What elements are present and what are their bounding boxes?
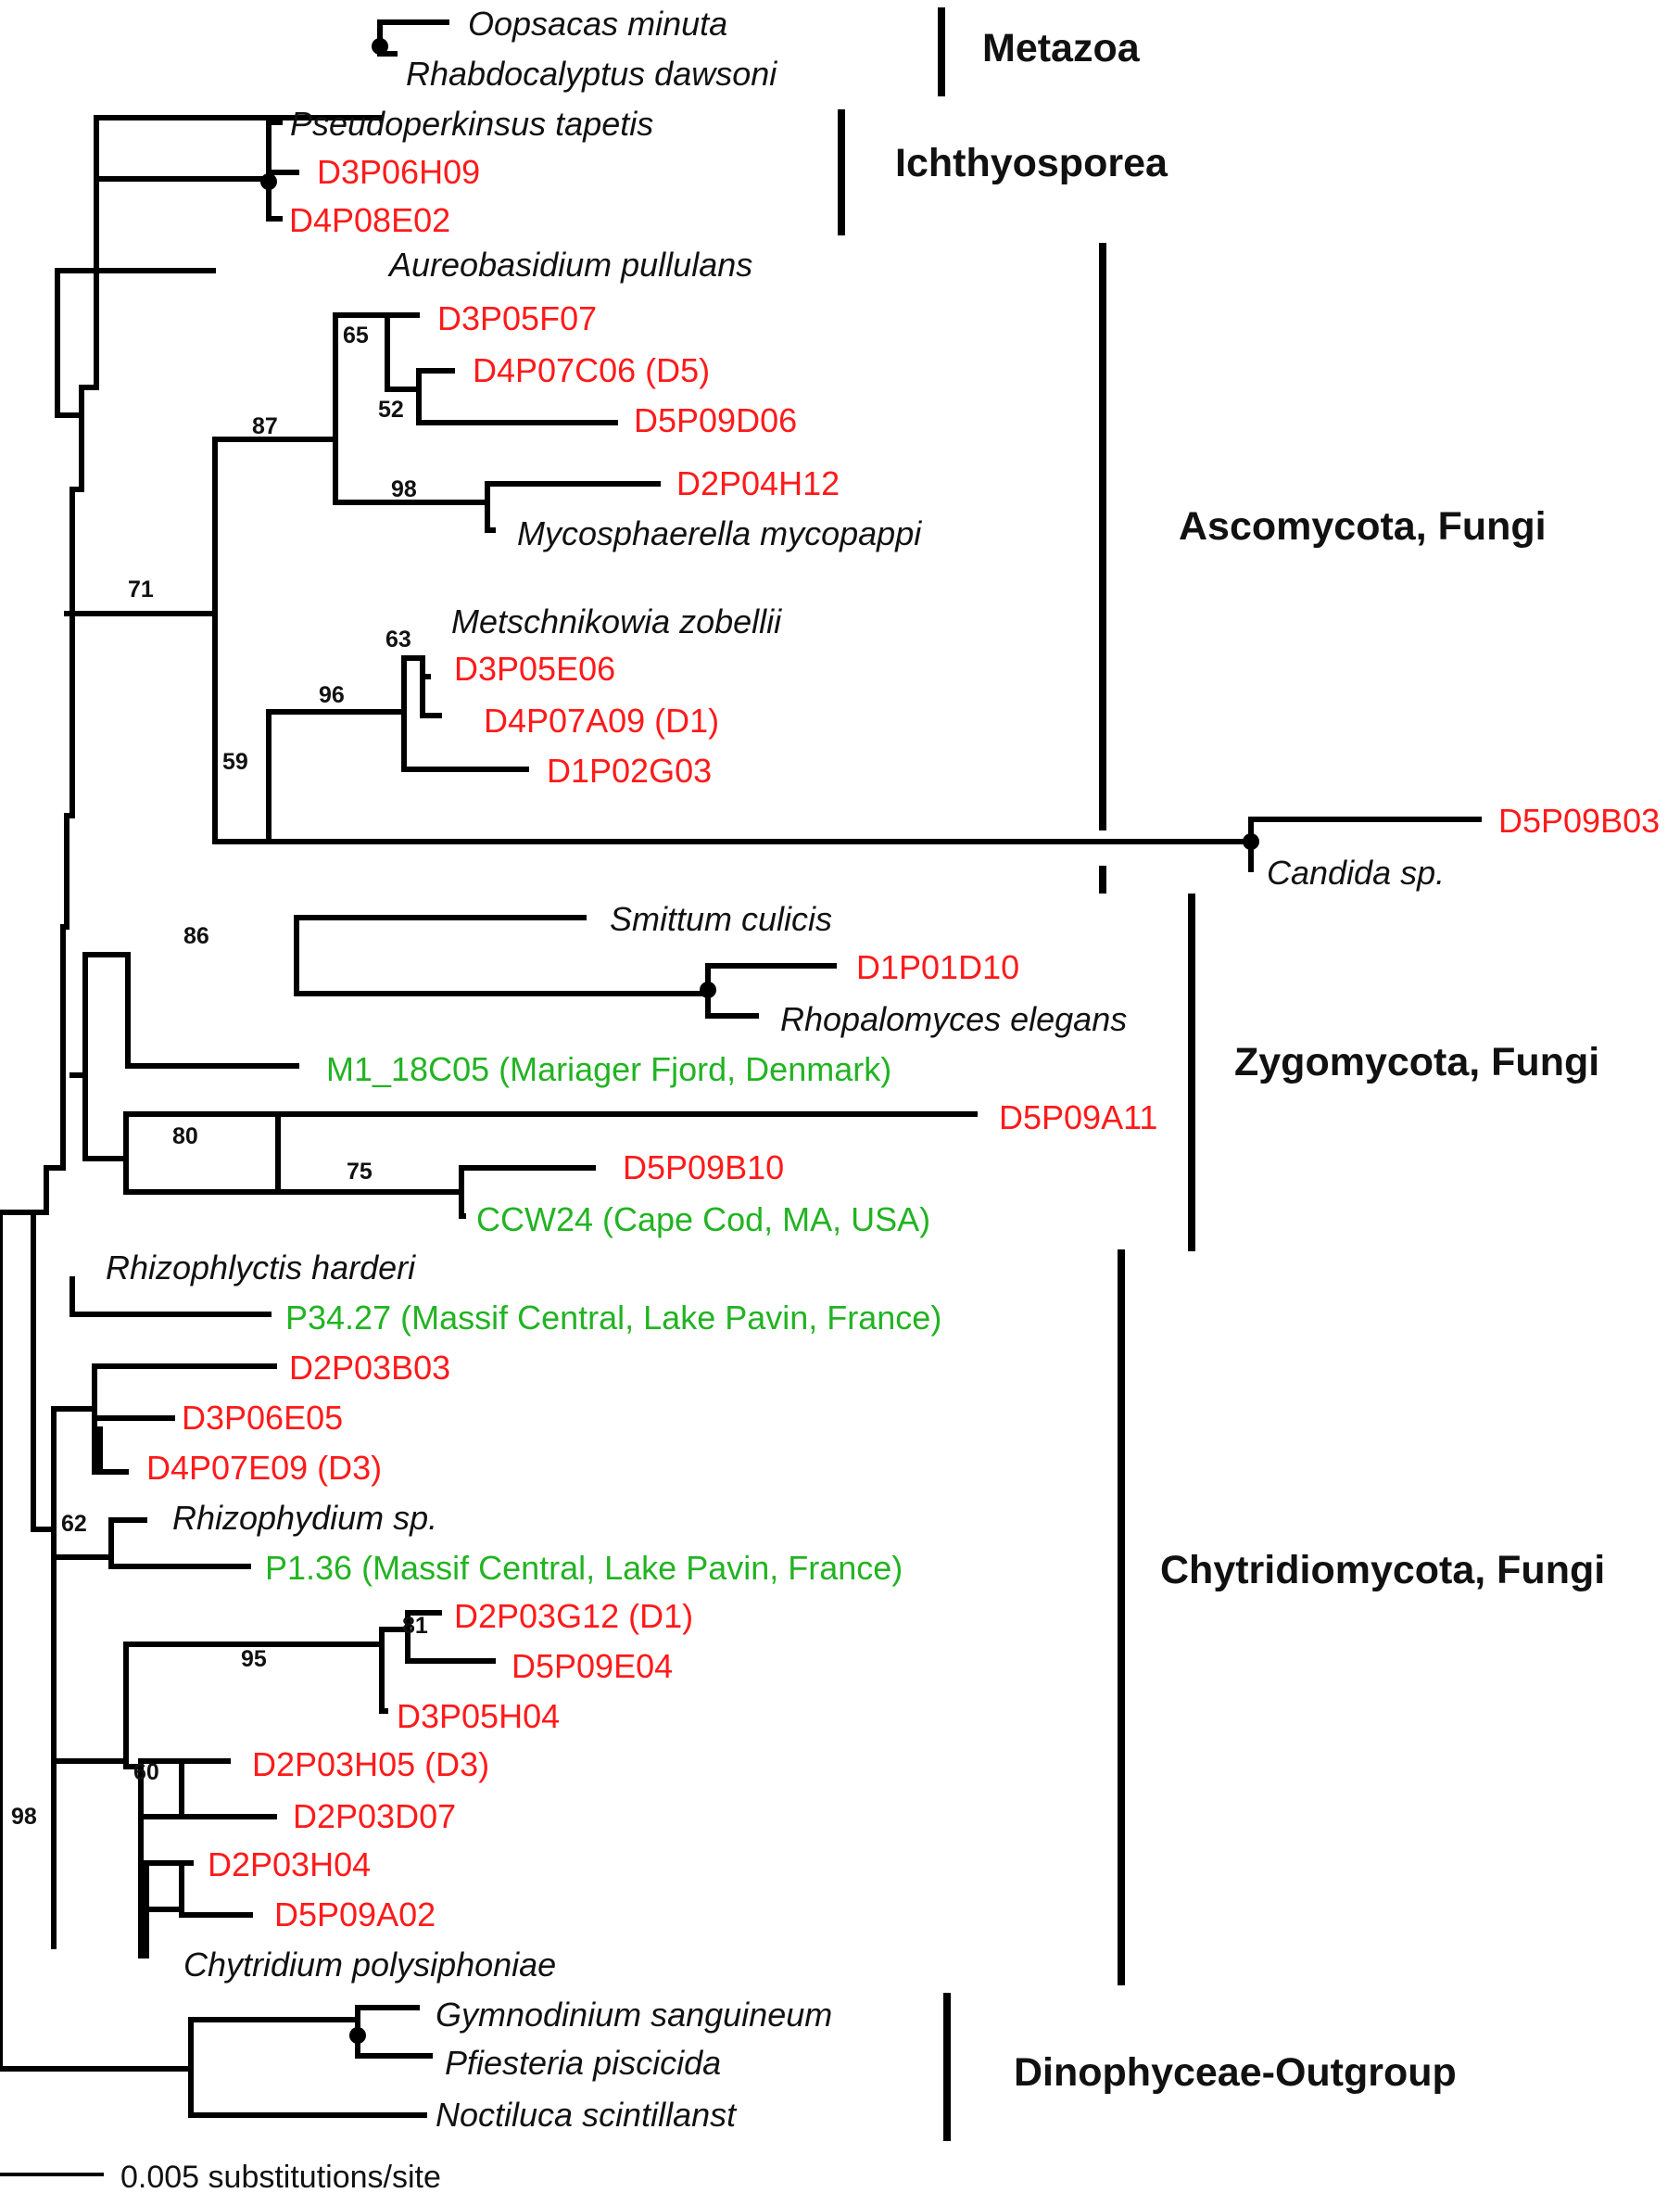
leaf-label: D3P05F07 xyxy=(437,299,597,337)
leaf-label: Candida sp. xyxy=(1267,854,1445,892)
bootstrap-value: 75 xyxy=(347,1159,373,1185)
leaf-label: Noctiluca scintillanst xyxy=(436,2096,738,2134)
leaf-label: D4P08E02 xyxy=(289,201,450,239)
node-dot xyxy=(1243,833,1259,850)
node-dot xyxy=(700,982,716,998)
leaf-label: D4P07C06 (D5) xyxy=(473,351,710,389)
leaf-label: D3P06E05 xyxy=(182,1399,343,1437)
scale-bar: 0.005 substitutions/site xyxy=(0,2160,441,2193)
leaf-label: Rhopalomyces elegans xyxy=(780,1000,1127,1038)
leaf-label: D1P01D10 xyxy=(856,948,1019,986)
bootstrap-value: 96 xyxy=(319,682,345,708)
group-label-dinophyceae: Dinophyceae-Outgroup xyxy=(1014,2050,1457,2095)
leaf-label: P34.27 (Massif Central, Lake Pavin, Fran… xyxy=(285,1299,941,1337)
group-label-ichthyosporea: Ichthyosporea xyxy=(895,141,1168,185)
bootstrap-value: 71 xyxy=(128,577,154,602)
leaf-label: D5P09A02 xyxy=(274,1895,436,1933)
leaf-label: D2P03H05 (D3) xyxy=(252,1745,489,1783)
bootstrap-value: 98 xyxy=(391,476,417,502)
leaf-label: D5P09D06 xyxy=(634,401,797,439)
leaf-labels: Oopsacas minuta Rhabdocalyptus dawsoni P… xyxy=(106,5,1660,2134)
node-dot xyxy=(349,2027,366,2044)
group-label-chytridiomycota: Chytridiomycota, Fungi xyxy=(1160,1548,1605,1592)
group-label-metazoa: Metazoa xyxy=(982,26,1141,70)
leaf-label: D1P02G03 xyxy=(547,752,712,790)
node-dot xyxy=(372,38,388,55)
bootstrap-value: 52 xyxy=(378,397,404,423)
bootstrap-value: 62 xyxy=(61,1511,87,1537)
leaf-label: D2P03B03 xyxy=(289,1349,450,1387)
bootstrap-value: 63 xyxy=(385,627,411,653)
leaf-label: Chytridium polysiphoniae xyxy=(183,1946,556,1984)
leaf-label: CCW24 (Cape Cod, MA, USA) xyxy=(476,1200,930,1238)
leaf-label: Gymnodinium sanguineum xyxy=(436,1996,832,2034)
leaf-label: D3P06H09 xyxy=(317,153,480,191)
leaf-label: D4P07A09 (D1) xyxy=(484,702,719,740)
bootstrap-value: 60 xyxy=(133,1759,159,1785)
leaf-label: D5P09A11 xyxy=(999,1098,1157,1136)
bootstrap-values: 65 52 87 98 71 63 96 59 86 80 75 62 81 9… xyxy=(11,323,428,1830)
group-labels: Metazoa Ichthyosporea Ascomycota, Fungi … xyxy=(895,26,1605,2095)
bootstrap-value: 98 xyxy=(11,1804,37,1830)
bootstrap-value: 80 xyxy=(172,1123,198,1149)
leaf-label: Pseudoperkinsus tapetis xyxy=(290,105,653,143)
leaf-label: M1_18C05 (Mariager Fjord, Denmark) xyxy=(326,1050,891,1088)
leaf-label: Rhizophydium sp. xyxy=(172,1499,437,1537)
group-label-ascomycota: Ascomycota, Fungi xyxy=(1179,504,1547,549)
leaf-label: Mycosphaerella mycopappi xyxy=(517,514,922,552)
leaf-label: P1.36 (Massif Central, Lake Pavin, Franc… xyxy=(265,1549,903,1587)
leaf-label: D3P05H04 xyxy=(397,1697,560,1735)
node-markers xyxy=(260,38,1259,2044)
bootstrap-value: 87 xyxy=(252,413,278,439)
node-dot xyxy=(260,173,277,190)
leaf-label: Oopsacas minuta xyxy=(468,5,727,43)
leaf-label: Rhabdocalyptus dawsoni xyxy=(406,55,777,93)
group-brackets xyxy=(838,7,1195,2141)
leaf-label: D2P03D07 xyxy=(293,1797,456,1835)
leaf-label: D2P04H12 xyxy=(676,464,840,502)
leaf-label: D5P09B10 xyxy=(623,1148,784,1186)
scale-bar-label: 0.005 substitutions/site xyxy=(120,2160,441,2193)
leaf-label: D3P05E06 xyxy=(454,650,615,688)
leaf-label: D2P03G12 (D1) xyxy=(454,1597,693,1635)
bootstrap-value: 65 xyxy=(343,323,369,349)
bootstrap-value: 95 xyxy=(241,1646,267,1672)
leaf-label: Metschnikowia zobellii xyxy=(451,602,782,640)
leaf-label: D4P07E09 (D3) xyxy=(146,1449,382,1487)
leaf-label: Aureobasidium pullulans xyxy=(387,246,752,284)
leaf-label: Pfiesteria piscicida xyxy=(445,2044,721,2082)
leaf-label: Rhizophlyctis harderi xyxy=(106,1249,416,1287)
leaf-label: D5P09B03 xyxy=(1498,802,1660,840)
bootstrap-value: 86 xyxy=(183,923,209,949)
leaf-label: D2P03H04 xyxy=(208,1845,371,1883)
bootstrap-value: 59 xyxy=(222,749,248,775)
leaf-label: D5P09E04 xyxy=(512,1647,673,1685)
leaf-label: Smittum culicis xyxy=(610,900,832,938)
group-label-zygomycota: Zygomycota, Fungi xyxy=(1234,1040,1599,1084)
bootstrap-value: 81 xyxy=(402,1613,428,1639)
